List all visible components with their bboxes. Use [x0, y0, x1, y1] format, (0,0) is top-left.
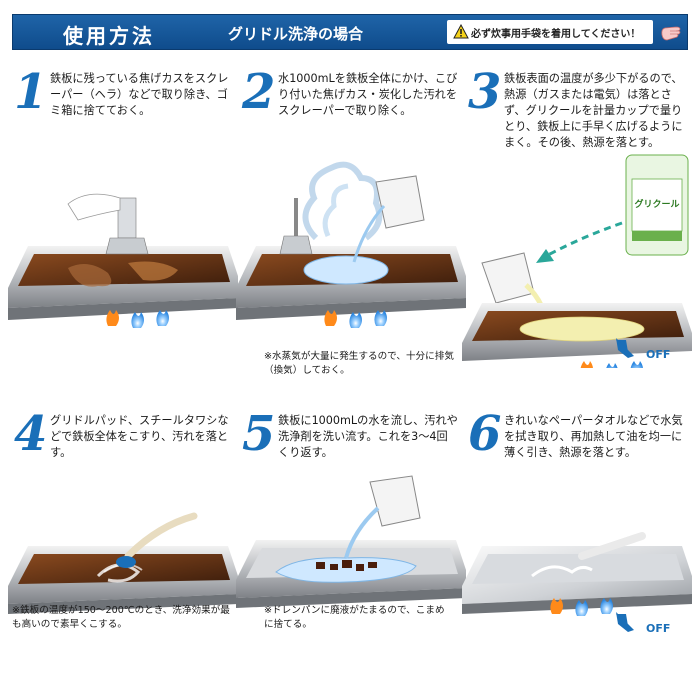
step-number: 3	[468, 64, 502, 120]
product-bottle: グリクール	[625, 154, 689, 256]
flame-icon	[106, 310, 169, 328]
warning-icon	[453, 24, 469, 39]
step-text: 鉄板に残っている焦げカスをスクレーパー（ヘラ）などで取り除き、ゴミ箱に捨てておく…	[50, 72, 229, 117]
griddle-scraping-illustration	[8, 193, 238, 328]
glove-icon	[661, 26, 681, 41]
scrubbing-illustration	[8, 512, 238, 614]
page-title: 使用方法	[63, 24, 155, 48]
flame-icon	[324, 310, 387, 328]
detergent-illustration: グリクール	[462, 154, 692, 368]
header-bar: 使用方法 グリドル洗浄の場合 必ず炊事用手袋を着用してください！	[12, 14, 688, 50]
off-label: OFF	[646, 348, 671, 361]
step-6: 6 きれいなペーパータオルなどで水気を拭き取り、再加熱して油を均一に薄く引き、熱…	[462, 410, 692, 700]
step-note: ※ドレンパンに廃液がたまるので、こまめに捨てる。	[264, 605, 445, 630]
step-text: きれいなペーパータオルなどで水気を拭き取り、再加熱して油を均一に薄く引き、熱源を…	[504, 414, 683, 459]
step-number: 5	[242, 406, 276, 462]
product-label: グリクール	[634, 198, 679, 210]
step-4: 4 グリドルパッド、スチールタワシなどで鉄板全体をこすり、汚れを落とす。 ※鉄板…	[8, 410, 238, 700]
step-1: 1 鉄板に残っている焦げカスをスクレーパー（ヘラ）などで取り除き、ゴミ箱に捨てて…	[8, 68, 238, 388]
step-number: 4	[14, 406, 48, 462]
flame-icon	[550, 598, 613, 616]
page-subtitle: グリドル洗浄の場合	[228, 25, 364, 43]
step-text: グリドルパッド、スチールタワシなどで鉄板全体をこすり、汚れを落とす。	[50, 414, 229, 459]
rinsing-illustration	[236, 475, 466, 608]
step-text: 水1000mLを鉄板全体にかけ、こびり付いた焦げカス・炭化した汚れをスクレーパー…	[278, 72, 458, 117]
off-label: OFF	[646, 622, 671, 635]
step-note: ※水蒸気が大量に発生するので、十分に排気（換気）しておく。	[264, 351, 454, 376]
off-arrow-icon	[616, 338, 634, 358]
step-number: 1	[14, 64, 48, 120]
step-2: 2 水1000mLを鉄板全体にかけ、こびり付いた焦げカス・炭化した汚れをスクレー…	[236, 68, 466, 388]
step-5: 5 鉄板に1000mLの水を流し、汚れや洗浄剤を洗い流す。これを3～4回くり返す…	[236, 410, 466, 700]
wiping-illustration	[462, 532, 692, 616]
step-note: ※鉄板の温度が150～200℃のとき、洗浄効果が最も高いので素早くこする。	[12, 605, 230, 630]
water-steam-illustration	[236, 161, 466, 328]
off-arrow-icon	[616, 612, 634, 632]
step-number: 2	[242, 64, 276, 120]
warning-text: 必ず炊事用手袋を着用してください！	[471, 29, 641, 40]
step-text: 鉄板表面の温度が多少下がるので、熱源（ガスまたは電気）は落とさず、グリクールを計…	[504, 72, 683, 149]
flame-icon	[580, 361, 643, 368]
warning-box: 必ず炊事用手袋を着用してください！	[447, 20, 653, 44]
step-text: 鉄板に1000mLの水を流し、汚れや洗浄剤を洗い流す。これを3～4回くり返す。	[278, 414, 458, 459]
step-3: 3 鉄板表面の温度が多少下がるので、熱源（ガスまたは電気）は落とさず、グリクール…	[462, 68, 692, 388]
step-number: 6	[468, 406, 502, 462]
